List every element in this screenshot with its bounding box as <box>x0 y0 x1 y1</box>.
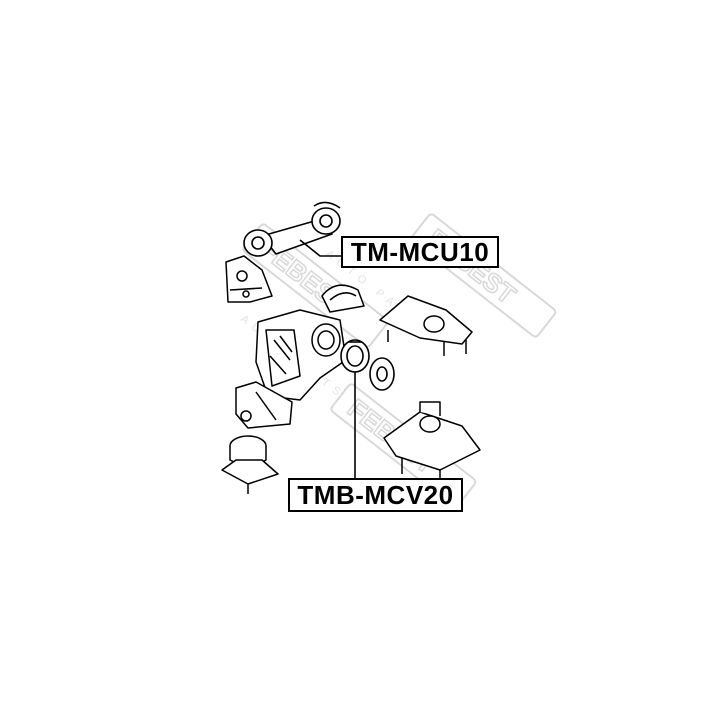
callout-tmb-mcv20: TMB-MCV20 <box>288 478 463 512</box>
callout-label: TM-MCU10 <box>350 236 490 267</box>
mount-bracket-right-lower <box>383 401 481 482</box>
leader-line-mcu <box>299 239 341 257</box>
torque-rod-part <box>243 201 341 257</box>
mount-bushing-part <box>340 339 395 391</box>
mount-bracket-right-upper <box>379 295 473 356</box>
leader-lines <box>299 239 356 478</box>
mount-bracket-upper-left <box>225 255 273 303</box>
callout-tm-mcu10: TM-MCU10 <box>341 236 499 268</box>
round-engine-mount <box>221 435 279 494</box>
mount-bracket-lower-left <box>235 381 293 429</box>
mount-cover <box>321 284 365 313</box>
transmission-bracket <box>255 309 347 401</box>
callout-label: TMB-MCV20 <box>297 479 454 510</box>
